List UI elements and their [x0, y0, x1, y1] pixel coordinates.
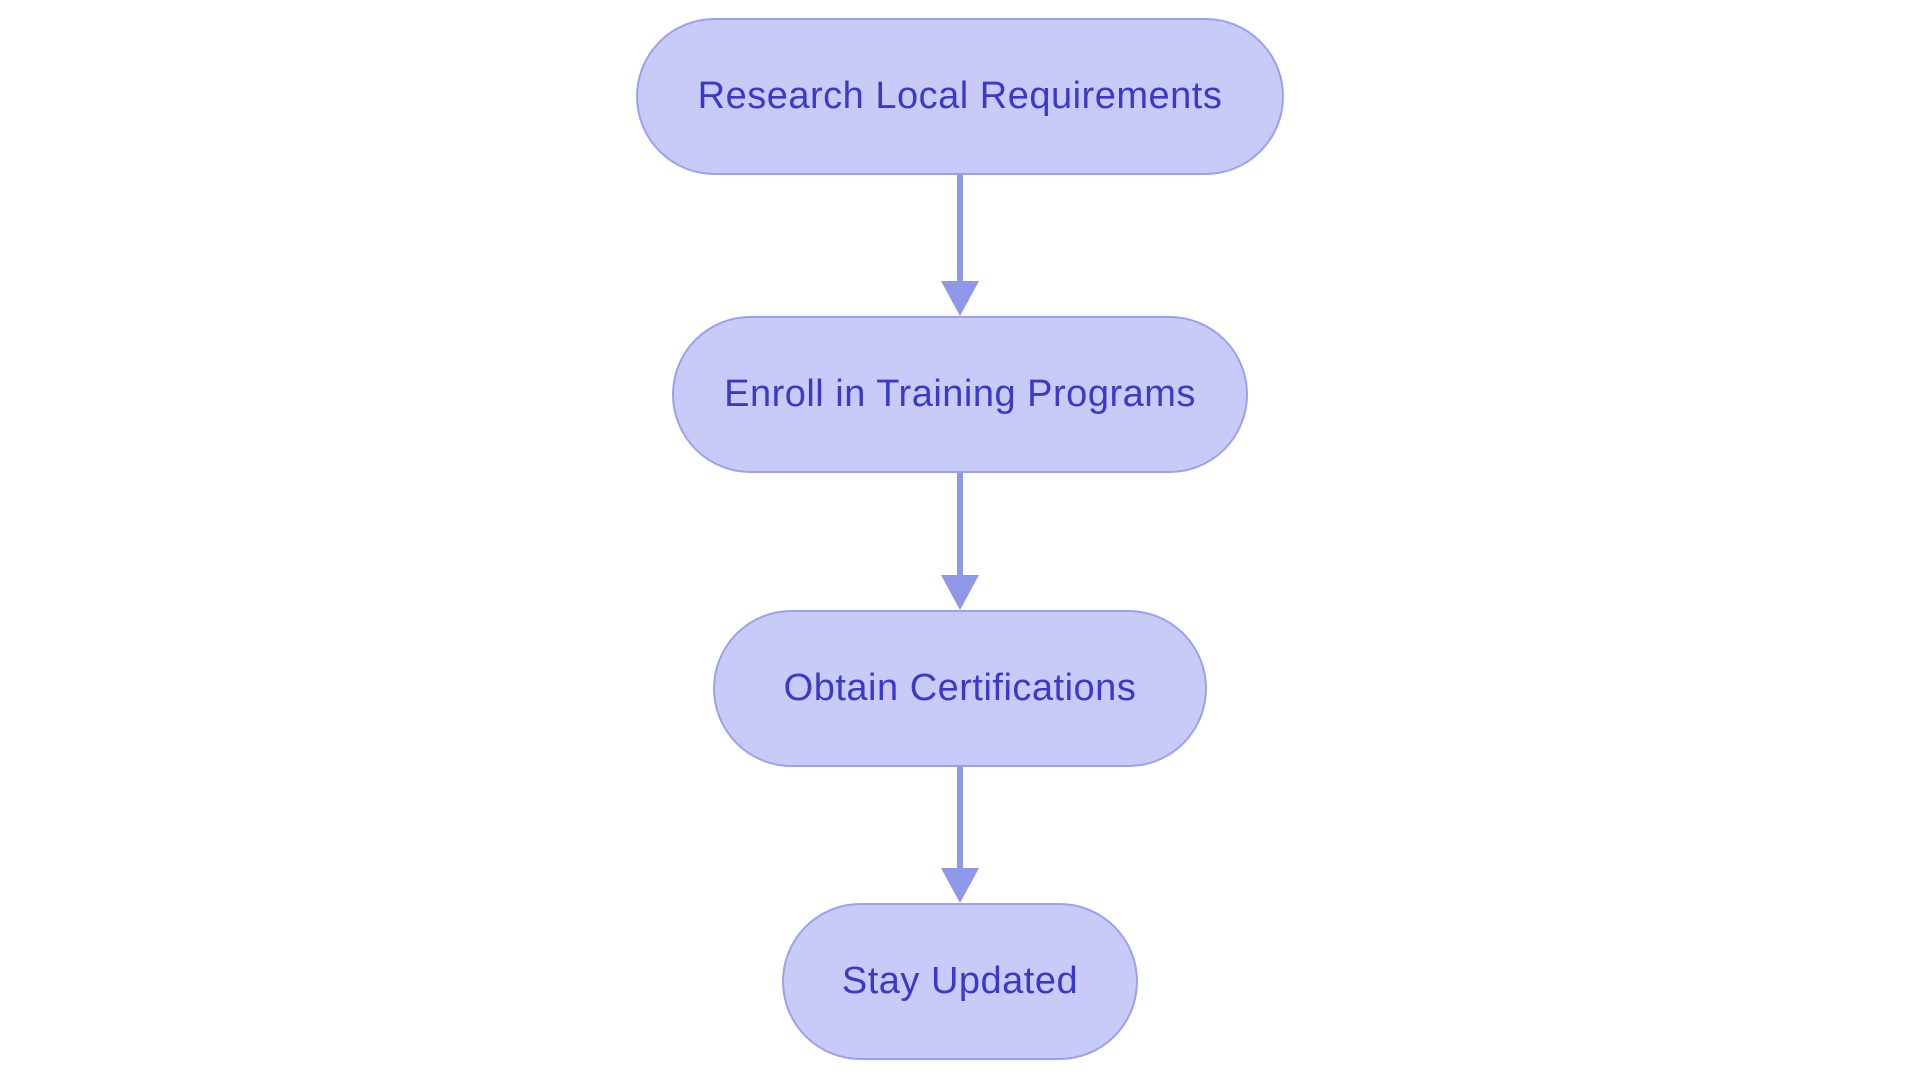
- arrow-line: [957, 767, 963, 868]
- arrow-line: [957, 175, 963, 281]
- flow-node-label: Research Local Requirements: [697, 75, 1223, 117]
- flow-node-enroll-in-training-programs: Enroll in Training Programs: [672, 316, 1248, 473]
- arrow-line: [957, 473, 963, 575]
- arrowhead-down-icon: [941, 575, 979, 610]
- flow-node-label: Enroll in Training Programs: [724, 373, 1196, 415]
- flow-node-label: Stay Updated: [841, 960, 1079, 1002]
- flow-edge-n2-n3: [941, 473, 979, 610]
- flow-node-research-local-requirements: Research Local Requirements: [636, 18, 1284, 175]
- flow-node-stay-updated: Stay Updated: [782, 903, 1138, 1060]
- arrowhead-down-icon: [941, 281, 979, 316]
- flow-edge-n1-n2: [941, 175, 979, 316]
- flow-edge-n3-n4: [941, 767, 979, 903]
- flow-node-obtain-certifications: Obtain Certifications: [713, 610, 1207, 767]
- flow-node-label: Obtain Certifications: [783, 667, 1137, 709]
- arrowhead-down-icon: [941, 868, 979, 903]
